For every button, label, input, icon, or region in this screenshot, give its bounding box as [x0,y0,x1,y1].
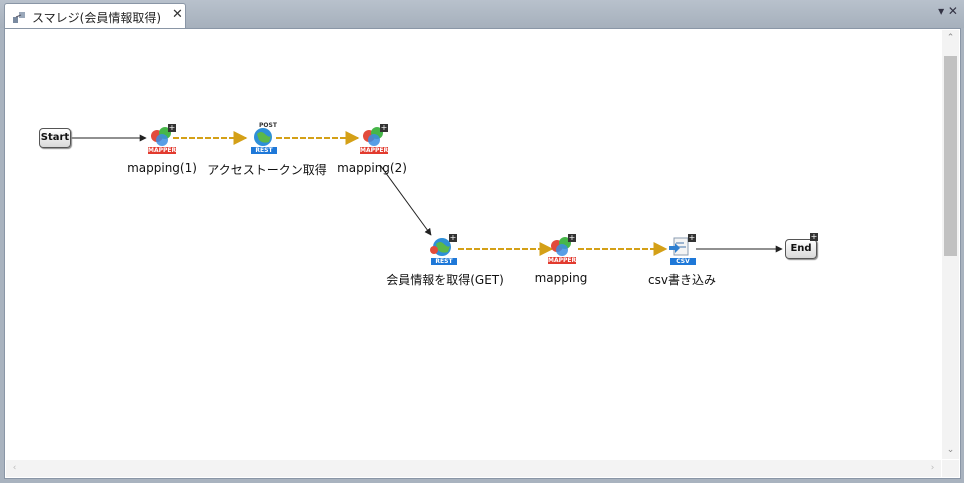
rest-badge: REST [251,147,277,154]
globe-icon [254,128,272,146]
start-node[interactable]: Start [39,128,71,148]
plus-icon: + [568,233,576,242]
scroll-right-icon[interactable]: › [930,463,935,473]
rest-node-2[interactable]: + REST [427,234,457,266]
plus-icon: + [449,233,457,242]
node-label: 会員情報を取得(GET) [386,273,504,287]
mapper-badge: MAPPER [148,147,177,154]
plus-icon: + [380,123,388,132]
scroll-thumb[interactable] [944,56,957,256]
flow-icon [13,12,25,23]
mapper-icon [151,127,171,146]
close-icon[interactable]: ✕ [172,7,183,22]
rest-node-1[interactable]: POST REST [249,122,277,154]
scroll-left-icon[interactable]: ‹ [12,463,17,473]
end-node[interactable]: End [785,239,817,259]
rest-badge: REST [431,258,457,265]
scroll-down-icon[interactable]: ⌄ [946,445,955,455]
vertical-scrollbar[interactable]: ⌃ ⌄ [942,30,959,459]
plus-icon: + [688,233,696,242]
globe-icon [430,238,451,256]
connector-3 [379,164,432,236]
node-label: mapping(2) [337,161,407,175]
editor-frame: Start End + + MAPPER mapping(1) POST RES… [4,28,961,479]
connectors [70,131,783,256]
plus-icon: + [810,232,818,241]
tab-bar: スマレジ(会員情報取得) ✕ ▾ ✕ [0,0,964,28]
node-label: csv書き込み [648,273,716,287]
mapper-node-2[interactable]: + MAPPER [360,124,388,154]
window-menu-icon[interactable]: ▾ ✕ [938,4,958,18]
tab-smaregi[interactable]: スマレジ(会員情報取得) ✕ [4,3,186,28]
node-label: mapping(1) [127,161,197,175]
scroll-corner [942,460,959,477]
csv-badge: CSV [670,258,696,265]
tab-title: スマレジ(会員情報取得) [32,11,162,25]
csv-file-icon [669,237,689,256]
node-label: アクセストークン取得 [207,163,327,177]
horizontal-scrollbar[interactable]: ‹ › [6,460,941,477]
csv-node[interactable]: + CSV [666,234,696,266]
mapper-badge: MAPPER [360,147,389,154]
mapper-node-3[interactable]: + MAPPER [548,234,576,264]
mapper-badge: MAPPER [548,257,577,264]
flow-canvas[interactable]: Start End + + MAPPER mapping(1) POST RES… [6,30,941,459]
rest-method: POST [259,122,277,129]
mapper-node-1[interactable]: + MAPPER [148,124,176,154]
plus-icon: + [168,123,176,132]
scroll-up-icon[interactable]: ⌃ [946,33,955,43]
node-label: mapping [534,271,588,285]
